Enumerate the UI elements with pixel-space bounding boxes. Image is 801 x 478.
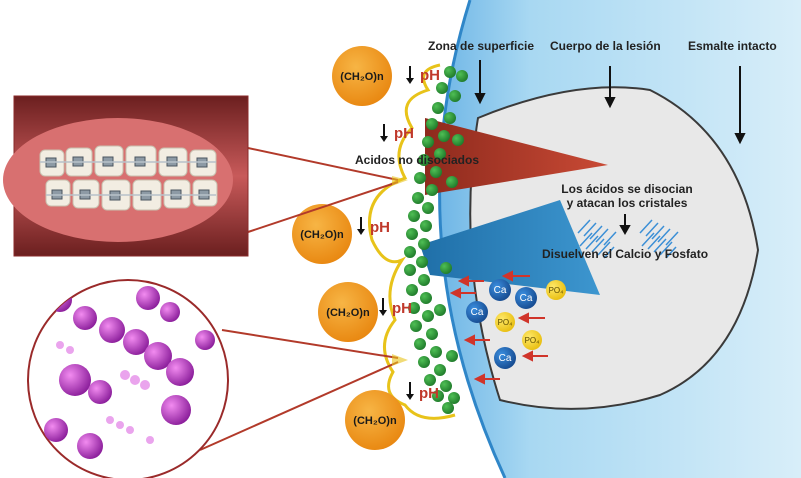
phosphate-ion-3: PO₄: [522, 330, 542, 350]
dissociated-acid-cone: [420, 200, 600, 295]
svg-text:(CH₂O)n: (CH₂O)n: [300, 229, 344, 241]
phosphate-ion-1: PO₄: [546, 280, 566, 300]
label-acids-dissociate-1: Los ácidos se disocian: [561, 182, 692, 196]
photo-connectors: [199, 147, 399, 451]
mouth-photo: [3, 95, 249, 257]
svg-text:(CH₂O)n: (CH₂O)n: [326, 307, 370, 319]
label-lesion-body: Cuerpo de la lesión: [550, 39, 661, 53]
ph-indicator-1: pH: [406, 66, 440, 84]
ph-indicator-3: pH: [357, 217, 390, 236]
crystal-cluster-right: [639, 219, 679, 259]
undissociated-acid-cone: [425, 118, 608, 195]
svg-text:Ca: Ca: [494, 285, 507, 296]
pointer-arrows: [474, 60, 746, 236]
ion-outflow-arrows: [449, 270, 548, 385]
calcium-ion-2: Ca: [515, 287, 537, 309]
plaque-bacteria: [404, 66, 468, 414]
svg-text:Ca: Ca: [520, 293, 533, 304]
svg-text:pH: pH: [392, 300, 412, 317]
ph-indicator-5: pH: [406, 382, 439, 402]
svg-text:pH: pH: [370, 219, 390, 236]
label-acids-dissociate-2: y atacan los cristales: [567, 196, 688, 210]
svg-text:PO₄: PO₄: [525, 336, 540, 345]
sugar-molecule-2: (CH₂O)n: [292, 204, 352, 264]
crystal-cluster-left: [577, 219, 617, 259]
label-intact-enamel: Esmalte intacto: [688, 39, 777, 53]
svg-text:PO₄: PO₄: [549, 286, 564, 295]
sugar-molecule-1: (CH₂O)n: [332, 46, 392, 106]
svg-text:PO₄: PO₄: [498, 318, 513, 327]
svg-text:pH: pH: [419, 385, 439, 402]
bacteria-magnified: [27, 279, 229, 478]
label-dissolve: Disuelven el Calcio y Fosfato: [542, 247, 708, 261]
svg-text:(CH₂O)n: (CH₂O)n: [353, 415, 397, 427]
calcium-ion-4: Ca: [494, 347, 516, 369]
svg-text:(CH₂O)n: (CH₂O)n: [340, 71, 384, 83]
calcium-ion-1: Ca: [489, 279, 511, 301]
ph-indicator-2: pH: [380, 124, 414, 142]
calcium-ion-3: Ca: [466, 301, 488, 323]
label-surface-zone: Zona de superficie: [428, 39, 534, 53]
svg-text:Ca: Ca: [499, 353, 512, 364]
sugar-molecule-3: (CH₂O)n: [318, 282, 378, 342]
ph-indicator-4: pH: [379, 298, 412, 317]
svg-text:pH: pH: [420, 67, 440, 84]
sugar-molecule-4: (CH₂O)n: [345, 390, 405, 450]
label-undissociated-acids: Acidos no disociados: [355, 153, 479, 167]
phosphate-ion-2: PO₄: [495, 312, 515, 332]
svg-text:pH: pH: [394, 125, 414, 142]
svg-text:Ca: Ca: [471, 307, 484, 318]
plaque-boundary: [367, 63, 456, 420]
